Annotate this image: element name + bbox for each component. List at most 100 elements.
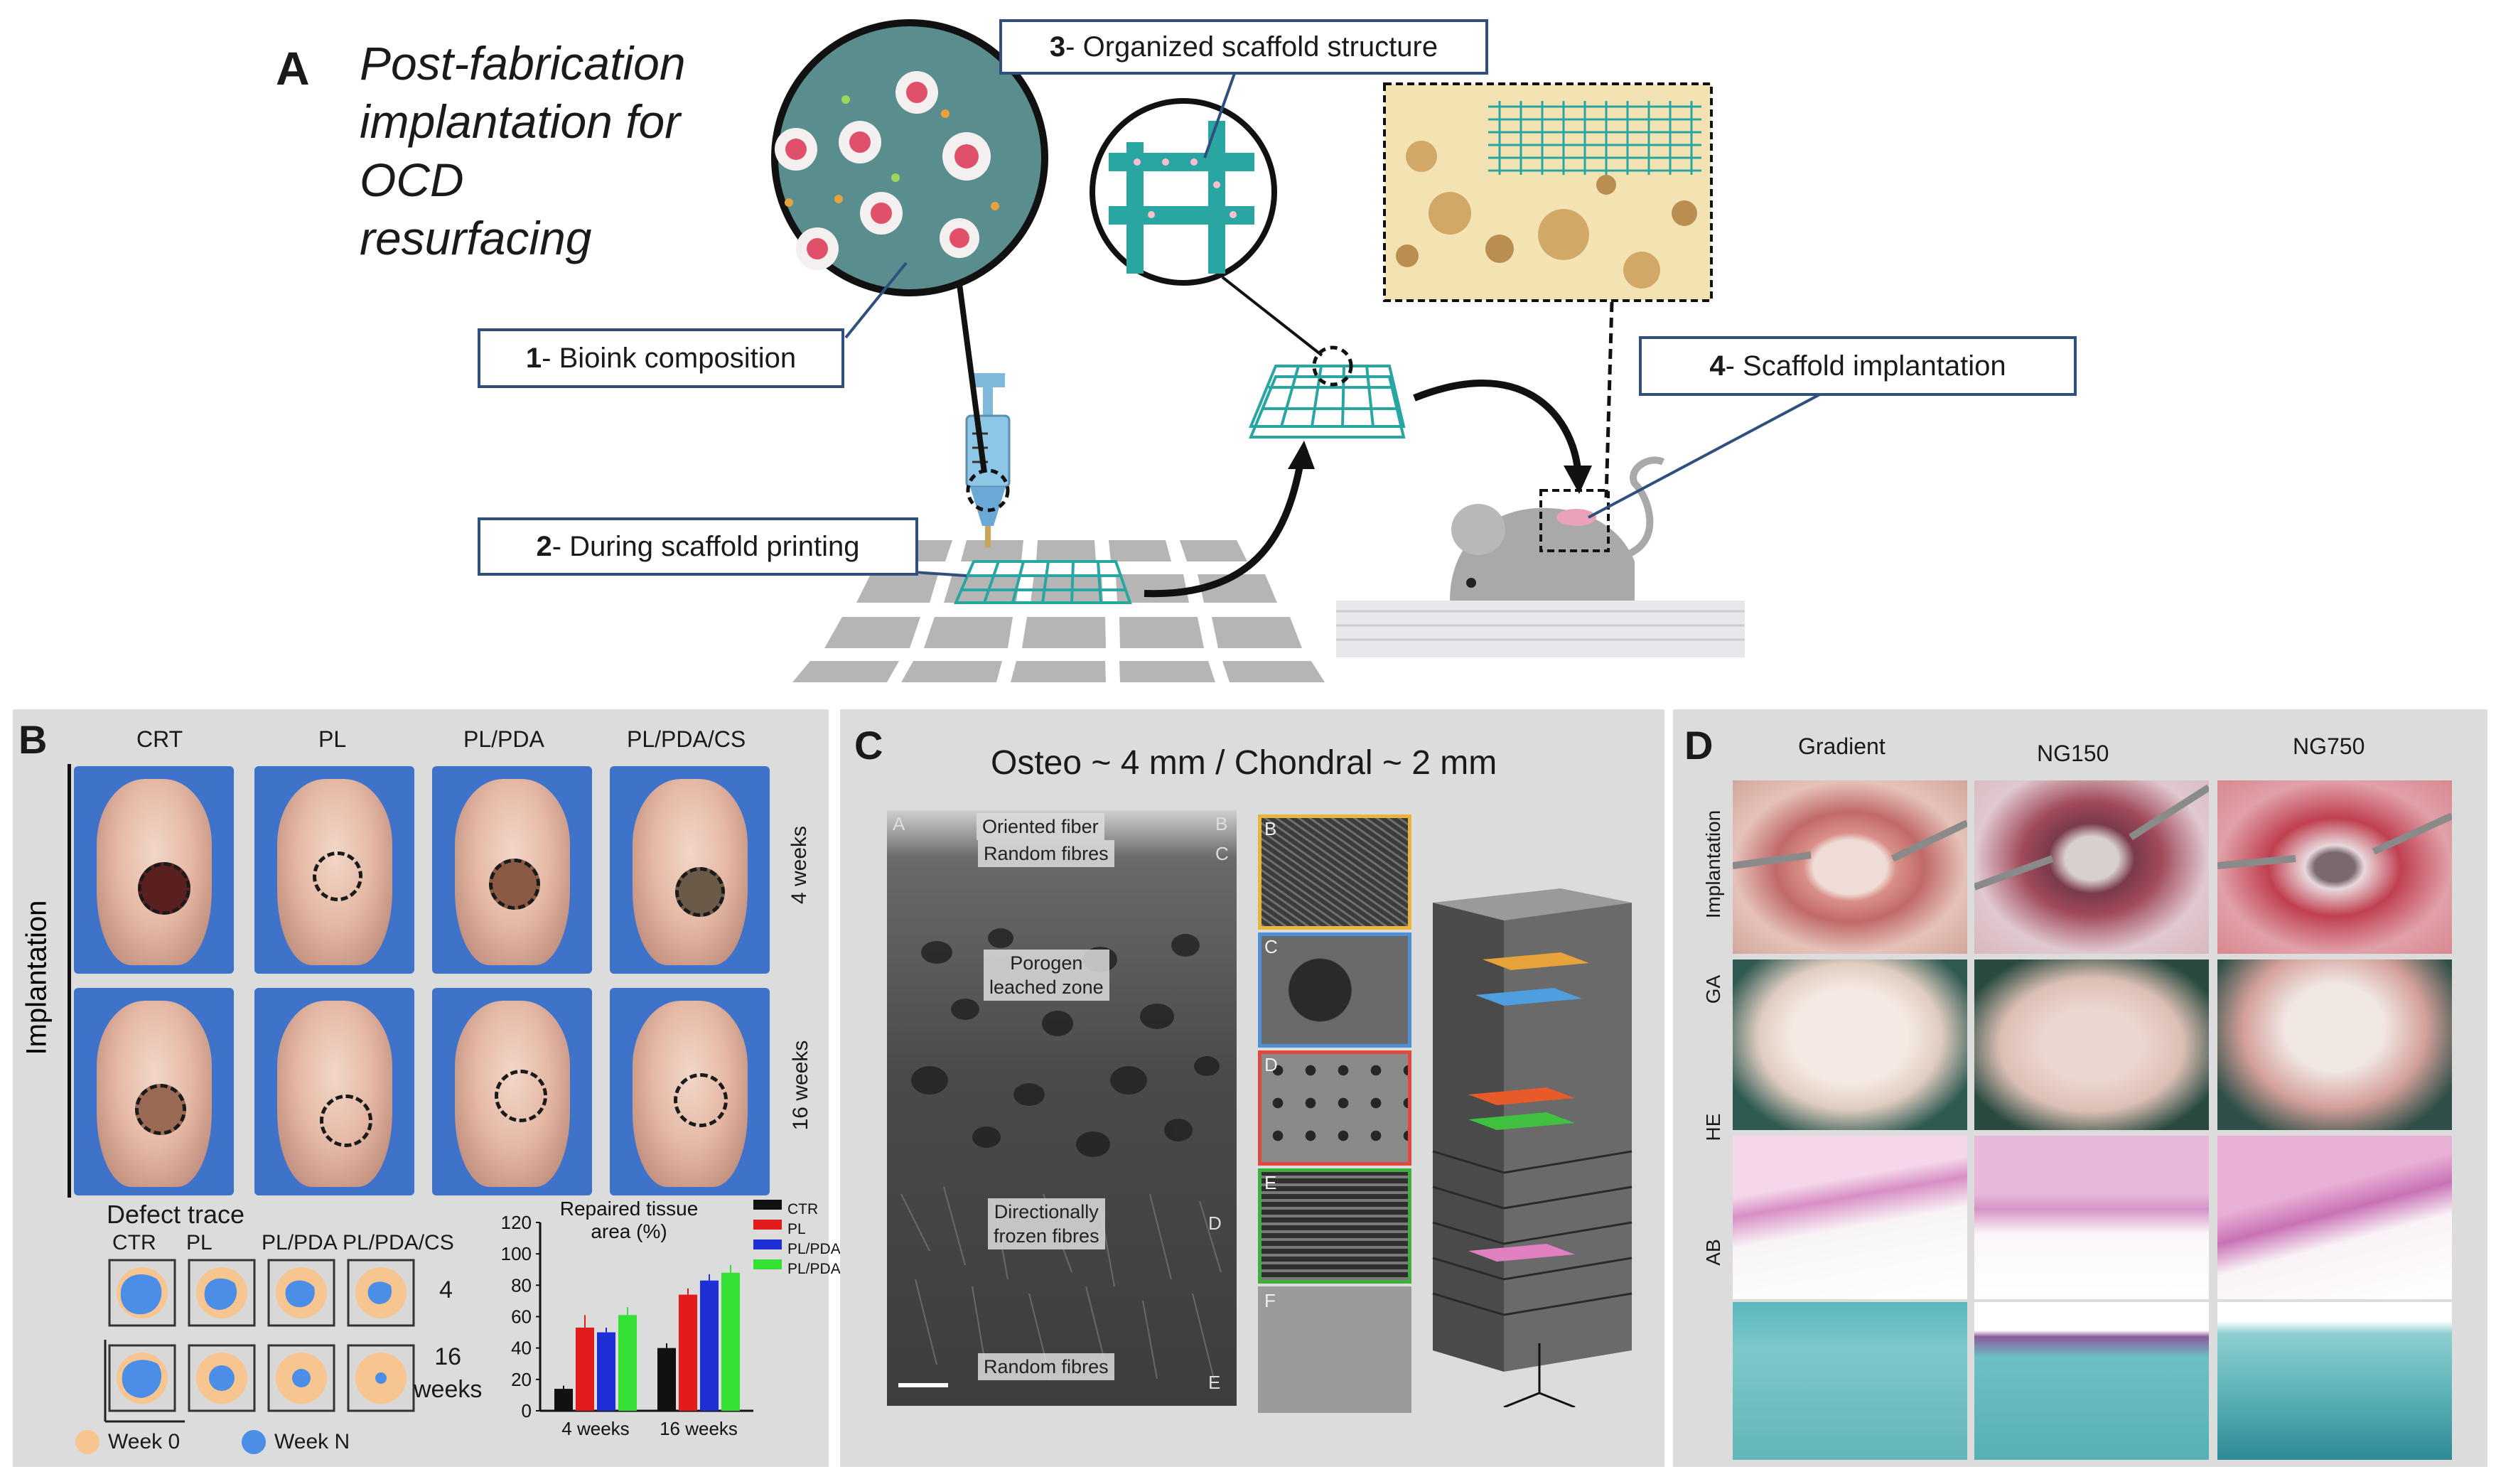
defect-marker [138, 862, 190, 915]
defect-marker [320, 1095, 372, 1147]
sem-inset: F [1258, 1286, 1411, 1413]
y-tick-label: 40 [511, 1338, 532, 1359]
sem-inset: D [1258, 1050, 1411, 1166]
sem-letter: D [1208, 1213, 1222, 1234]
defect-marker [495, 1070, 547, 1122]
y-tick-label: 20 [511, 1369, 532, 1390]
callout-scaffold-structure: 3- Organized scaffold structure [999, 19, 1488, 75]
bone-inset [1383, 82, 1713, 302]
arrow-scaffold-to-mouse [1413, 380, 1581, 470]
legend-swatch [753, 1240, 782, 1249]
trace-row-label: 4 [439, 1276, 453, 1303]
title-line: implantation for [360, 95, 681, 148]
scaffold-zoom-circle [1090, 98, 1277, 286]
sem-label-random-top: Random fibres [978, 840, 1114, 867]
forceps-icon [1974, 784, 2209, 891]
x-tick-label: 4 weeks [561, 1418, 629, 1439]
inset-letter: F [1264, 1290, 1276, 1311]
defect-trace-grid [104, 1259, 415, 1423]
bar [597, 1332, 615, 1411]
panel-b-letter: B [18, 717, 48, 762]
bioink-circle [771, 19, 1048, 296]
legend-weekn-swatch [242, 1430, 266, 1454]
defect-marker [489, 859, 540, 910]
x-tick-label: 16 weeks [660, 1418, 738, 1439]
y-tick-label: 120 [501, 1212, 532, 1233]
mouse [1450, 456, 1665, 601]
sem-label-directional: Directionally frozen fibres [988, 1198, 1105, 1249]
defect-marker [675, 867, 725, 917]
sem-inset: E [1258, 1168, 1411, 1284]
c4-leader [1588, 389, 1827, 519]
sem-letter: E [1208, 1372, 1221, 1393]
gross-photo [2217, 959, 2452, 1130]
surgery-photo [1733, 780, 1967, 954]
inset-letter: B [1264, 818, 1277, 839]
sem-letter: C [1215, 843, 1229, 864]
y-tick-label: 80 [511, 1274, 532, 1296]
legend-week0-swatch [75, 1430, 99, 1454]
ab-stain [2217, 1302, 2452, 1460]
y-tick-label: 0 [522, 1400, 532, 1421]
c3-leader [1203, 67, 1238, 158]
sem-cross-section: A B C D E Oriented fiber Random fibres P… [887, 810, 1237, 1406]
printed-mesh [953, 560, 1132, 604]
forceps-icon [2217, 812, 2452, 869]
sem-inset: C [1258, 932, 1411, 1048]
knee-photo [432, 766, 592, 974]
col-label: Gradient [1798, 733, 1886, 759]
bar [679, 1294, 697, 1411]
sem-inset: B [1258, 814, 1411, 930]
row-label-4w: 4 weeks [787, 825, 811, 905]
panel-c-title: Osteo ~ 4 mm / Chondral ~ 2 mm [991, 744, 1497, 782]
legend-weekn-label: Week N [274, 1430, 350, 1453]
row-label-implantation: Implantation [1702, 810, 1724, 919]
scaffold-stack [1249, 365, 1406, 439]
bar [618, 1315, 637, 1411]
callout-number: 2 [536, 530, 552, 562]
callout-implantation: 4- Scaffold implantation [1639, 336, 2077, 396]
chart-title: area (%) [591, 1220, 667, 1242]
implantation-axis-label: Implantation [21, 900, 53, 1055]
sem-label-oriented: Oriented fiber [977, 813, 1104, 840]
bar [554, 1389, 573, 1411]
sem-label-porogen: Porogen leached zone [984, 950, 1109, 1001]
knee [276, 1000, 392, 1188]
inset-letter: C [1264, 936, 1278, 957]
defect-marker [674, 1073, 728, 1127]
legend-label: CTR [787, 1201, 818, 1217]
callout-bioink: 1- Bioink composition [478, 328, 844, 388]
legend-label: PL [787, 1221, 806, 1237]
bioink-leader [957, 284, 987, 473]
trace-col-label: PL/PDA/CS [343, 1231, 454, 1254]
legend-label: PL/PDA [787, 1241, 841, 1257]
knee-photo [74, 766, 234, 974]
c1-leader [844, 262, 908, 339]
legend-swatch [753, 1259, 782, 1269]
surgery-photo [2217, 780, 2452, 954]
knee-photo [610, 988, 770, 1195]
col-label: NG150 [2037, 741, 2109, 766]
col-label: PL [318, 726, 347, 752]
panel-a-letter: A [276, 42, 310, 95]
ab-stain [1733, 1302, 1967, 1460]
callout-text: - Scaffold implantation [1725, 350, 2006, 382]
he-stain [2217, 1136, 2452, 1299]
ab-stain [1974, 1302, 2209, 1460]
surgery-photo [1974, 780, 2209, 954]
sem-letter: A [893, 813, 905, 834]
trace-col-label: PL/PDA [262, 1231, 338, 1254]
bench [1336, 601, 1745, 657]
col-label: PL/PDA [463, 726, 544, 752]
inset-letter: D [1264, 1054, 1278, 1075]
bar [576, 1327, 594, 1411]
y-tick-label: 100 [501, 1243, 532, 1264]
panel-d-letter: D [1684, 723, 1714, 768]
row-label-16w: 16 weeks [789, 1040, 812, 1131]
scaffold-zoom-leader [1221, 276, 1323, 357]
title-line: OCD [360, 154, 464, 206]
defect-trace-title: Defect trace [107, 1200, 245, 1229]
defect-marker [313, 851, 362, 901]
title-line: Post-fabrication [360, 37, 686, 90]
he-stain [1974, 1136, 2209, 1299]
